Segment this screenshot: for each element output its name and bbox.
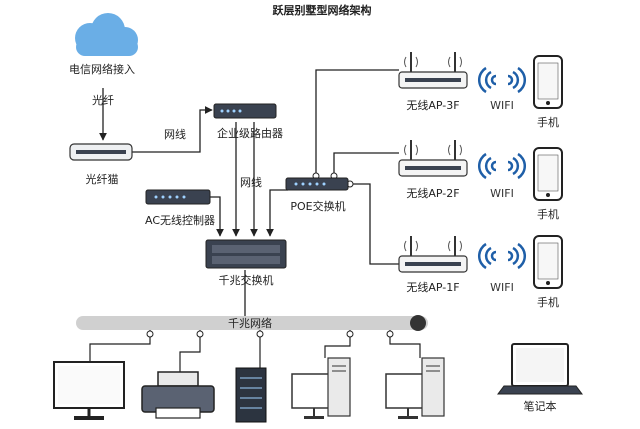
ap3-label: 无线AP-3F bbox=[406, 98, 459, 112]
phone-icon bbox=[533, 147, 563, 201]
wifi-icon bbox=[477, 242, 527, 270]
port-dot bbox=[386, 330, 394, 338]
drop-monitor bbox=[89, 330, 151, 362]
wifi-label: WIFI bbox=[490, 99, 514, 112]
ap2-device-icon bbox=[398, 139, 468, 177]
laptop-label: 笔记本 bbox=[524, 399, 557, 413]
diagram-title: 跃层别墅型网络架构 bbox=[273, 3, 372, 17]
ac-to-switch-link bbox=[210, 196, 224, 237]
phone-label: 手机 bbox=[537, 115, 559, 129]
drop-printer bbox=[179, 330, 201, 372]
printer-icon bbox=[141, 371, 215, 419]
ap1-device-icon bbox=[398, 235, 468, 273]
backbone-label: 千兆网络 bbox=[228, 316, 272, 330]
router-icon bbox=[213, 103, 277, 119]
core-switch-label: 千兆交换机 bbox=[219, 273, 274, 287]
drop-desktop-1 bbox=[324, 330, 351, 358]
port-dot bbox=[256, 330, 264, 338]
phone-label: 手机 bbox=[537, 295, 559, 309]
wifi-label: WIFI bbox=[490, 281, 514, 294]
ap3-device-icon bbox=[398, 51, 468, 89]
ac-controller-label: AC无线控制器 bbox=[145, 213, 215, 227]
server-icon bbox=[235, 367, 267, 423]
wifi-icon bbox=[477, 66, 527, 94]
wifi-icon bbox=[477, 152, 527, 180]
drop-desktop-2 bbox=[389, 330, 421, 358]
phone-icon bbox=[533, 235, 563, 289]
ap2-label: 无线AP-2F bbox=[406, 186, 459, 200]
edge-label-fiber: 光纤 bbox=[92, 93, 114, 107]
modem-icon bbox=[69, 143, 133, 161]
desktop-pc-icon bbox=[385, 357, 445, 420]
connections bbox=[99, 69, 399, 316]
wifi-label: WIFI bbox=[490, 187, 514, 200]
port-dot bbox=[196, 330, 204, 338]
laptop-icon bbox=[497, 343, 583, 395]
desktop-pc-icon bbox=[291, 357, 351, 420]
ac-controller-icon bbox=[145, 189, 211, 205]
router-uplink bbox=[130, 106, 213, 153]
poe-switch-label: POE交换机 bbox=[290, 199, 345, 213]
port-dot bbox=[146, 330, 154, 338]
poe-switch-icon bbox=[285, 177, 349, 191]
poe-to-ap3-link bbox=[315, 69, 399, 176]
phone-icon bbox=[533, 55, 563, 109]
poe-to-switch-link bbox=[266, 189, 288, 237]
monitor-icon bbox=[53, 361, 125, 420]
ap1-label: 无线AP-1F bbox=[406, 280, 459, 294]
cloud-icon bbox=[75, 13, 138, 56]
isp-label: 电信网络接入 bbox=[69, 62, 135, 76]
edge-label-cable-router: 网线 bbox=[164, 127, 186, 141]
backbone-drops bbox=[89, 330, 421, 372]
edge-label-cable-switch: 网线 bbox=[240, 175, 262, 189]
phone-label: 手机 bbox=[537, 207, 559, 221]
modem-label: 光纤猫 bbox=[86, 172, 119, 186]
core-switch-icon bbox=[205, 239, 287, 269]
backbone-bar bbox=[76, 315, 428, 331]
router-label: 企业级路由器 bbox=[217, 126, 283, 140]
port-dot bbox=[346, 330, 354, 338]
poe-to-ap2-link bbox=[333, 152, 399, 176]
poe-to-ap1-link bbox=[350, 183, 399, 265]
